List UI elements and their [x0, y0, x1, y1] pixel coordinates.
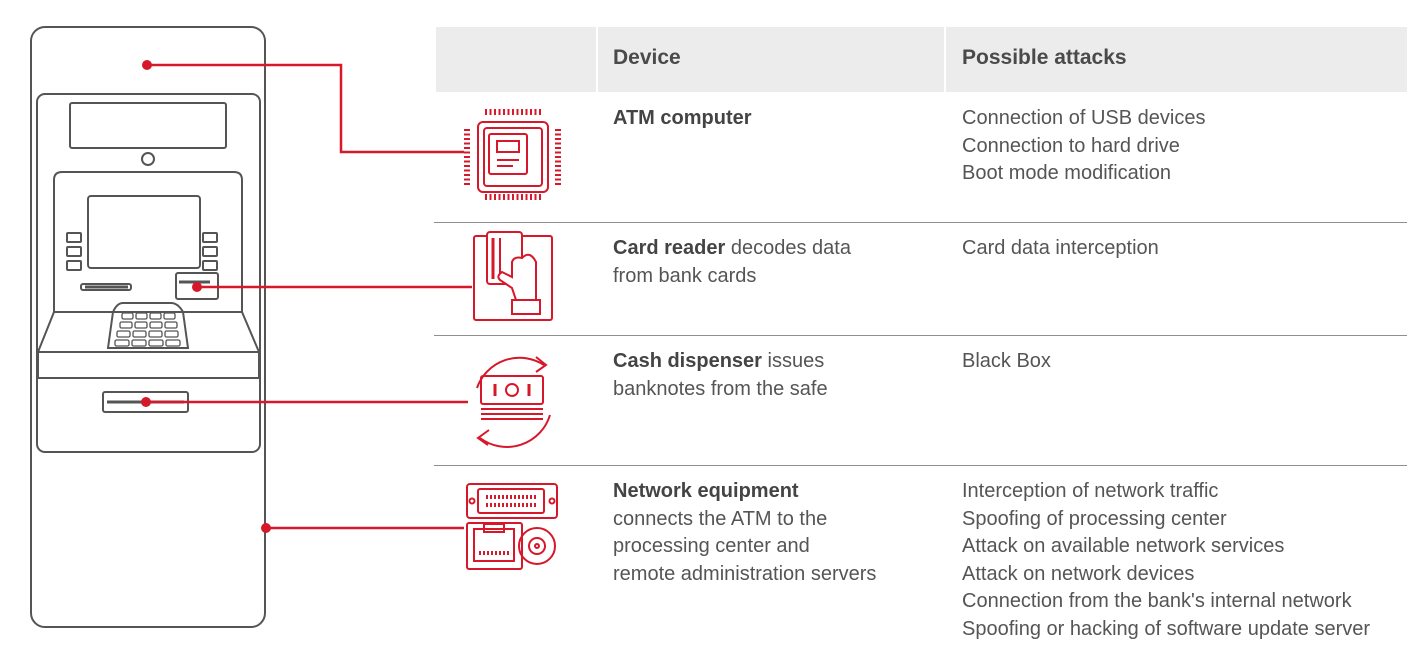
device-name: Network equipment — [613, 480, 799, 502]
attacks-list: Interception of network traffic Spoofing… — [962, 478, 1370, 643]
attacks-list: Card data interception — [962, 235, 1159, 263]
device-description: from bank cards — [613, 264, 757, 287]
device-description: banknotes from the safe — [613, 377, 828, 400]
header-divider — [944, 27, 946, 92]
device-name: Cash dispenser — [613, 350, 762, 372]
device-description: connects the ATM to the — [613, 507, 828, 530]
table-header — [436, 27, 1407, 92]
hand-card-icon — [473, 231, 553, 321]
attack-item: Interception of network traffic — [962, 480, 1219, 502]
device-cell: ATM computer — [613, 105, 752, 133]
atm-receipt-slot — [80, 283, 132, 291]
connector-atm-computer — [147, 63, 464, 154]
attacks-column-header: Possible attacks — [962, 46, 1127, 69]
connector-lines — [146, 63, 472, 530]
attacks-list: Connection of USB devices Connection to … — [962, 105, 1205, 188]
network-ports-icon — [466, 483, 558, 570]
device-description: decodes data — [725, 237, 851, 259]
device-name: ATM computer — [613, 107, 752, 129]
header-divider — [596, 27, 598, 92]
row-divider — [434, 335, 1407, 336]
attacks-list: Black Box — [962, 348, 1051, 376]
device-cell: Network equipment connects the ATM to th… — [613, 478, 876, 588]
atm-screen-bezel — [53, 171, 243, 313]
atm-front-panel — [36, 93, 261, 453]
atm-screen — [87, 195, 201, 269]
attack-item: Card data interception — [962, 237, 1159, 259]
attack-item: Spoofing of processing center — [962, 507, 1227, 530]
device-cell: Card reader decodes data from bank cards — [613, 235, 851, 290]
row-divider — [434, 222, 1407, 223]
atm-keypad-keys — [114, 312, 181, 347]
attack-item: Connection from the bank's internal netw… — [962, 590, 1352, 612]
device-description: remote administration servers — [613, 562, 877, 585]
attack-item: Connection to hard drive — [962, 134, 1180, 157]
attack-item: Connection of USB devices — [962, 107, 1206, 129]
atm-cabinet — [30, 26, 266, 628]
device-column-header: Device — [613, 46, 681, 69]
cash-cycle-icon — [476, 356, 551, 448]
atm-keypad — [106, 302, 190, 349]
row-divider — [434, 465, 1407, 466]
atm-machine — [30, 26, 266, 628]
atm-top-display — [69, 102, 227, 149]
attack-item: Spoofing or hacking of software update s… — [962, 617, 1371, 640]
device-description: processing center and — [613, 535, 810, 557]
attack-item: Attack on available network services — [962, 535, 1285, 557]
attack-item: Attack on network devices — [962, 562, 1195, 585]
device-cell: Cash dispenser issues banknotes from the… — [613, 348, 828, 403]
attack-item: Black Box — [962, 350, 1051, 372]
device-name: Card reader — [613, 237, 726, 259]
attack-item: Boot mode modification — [962, 162, 1172, 184]
device-description: issues — [761, 350, 825, 372]
cpu-chip-icon — [464, 109, 561, 200]
atm-camera — [141, 152, 155, 166]
